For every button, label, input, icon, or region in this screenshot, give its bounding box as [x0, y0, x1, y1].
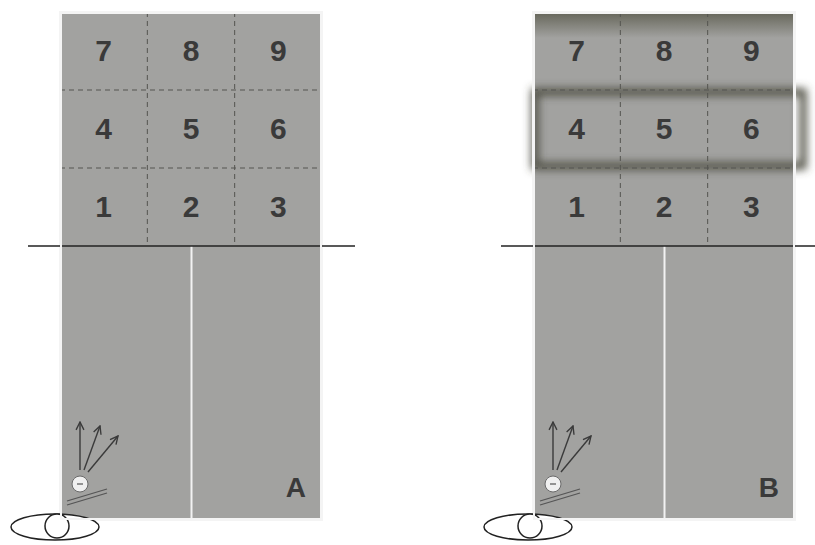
target-zone: 3 [708, 168, 795, 246]
cue-stick [540, 493, 580, 505]
court-panel: B 7 8 9 4 5 6 1 2 3 [533, 12, 795, 520]
aim-arrow [552, 422, 553, 470]
puck-mark [77, 483, 83, 484]
player-figure [484, 489, 580, 540]
court-surface [60, 12, 322, 520]
aim-arrow [557, 426, 573, 470]
zone-divider [234, 12, 235, 246]
target-zone: 2 [147, 168, 234, 246]
cue-stick [67, 493, 107, 505]
court-surface [533, 12, 795, 520]
court-panel: A 7 8 9 4 5 6 1 2 3 [60, 12, 322, 520]
zone-divider [533, 168, 795, 169]
court-border [533, 12, 795, 520]
zone-number: 9 [270, 36, 287, 66]
foul-line [28, 245, 355, 247]
target-zone: 7 [533, 12, 620, 90]
court-border [60, 12, 322, 520]
target-zone: 5 [620, 90, 707, 168]
zone-number: 2 [183, 192, 200, 222]
target-zone: 1 [533, 168, 620, 246]
zone-number: 9 [743, 36, 760, 66]
target-zone: 8 [620, 12, 707, 90]
zone-number: 6 [270, 114, 287, 144]
target-zone: 2 [620, 168, 707, 246]
target-zone: 3 [235, 168, 322, 246]
aim-arrow [88, 436, 118, 472]
player-figure [11, 489, 107, 540]
zone-number: 8 [183, 36, 200, 66]
puck-mark [550, 483, 556, 484]
zone-number: 1 [95, 192, 112, 222]
zone-divider [60, 90, 322, 91]
foul-line [501, 245, 815, 247]
zone-divider [60, 168, 322, 169]
target-zone: 1 [60, 168, 147, 246]
target-zone: 8 [147, 12, 234, 90]
court [11, 12, 355, 540]
target-zone: 6 [235, 90, 322, 168]
panel-letter: B [759, 474, 779, 502]
highlight-shadow [535, 92, 803, 166]
zone-number: 8 [656, 36, 673, 66]
centre-line [664, 246, 666, 520]
zone-number: 3 [270, 192, 287, 222]
target-zone: 7 [60, 12, 147, 90]
zone-number: 3 [743, 192, 760, 222]
player-shoulders [11, 514, 99, 540]
target-zone: 9 [235, 12, 322, 90]
aim-arrow [84, 426, 100, 470]
zone-number: 7 [568, 36, 585, 66]
player-head [45, 514, 69, 538]
zone-number: 1 [568, 192, 585, 222]
aim-arrow [561, 436, 591, 472]
zone-number: 6 [743, 114, 760, 144]
zone-divider [533, 90, 795, 91]
target-zone: 5 [147, 90, 234, 168]
zone-number: 7 [95, 36, 112, 66]
puck [72, 476, 88, 492]
zone-number: 4 [95, 114, 112, 144]
top-shading [533, 12, 795, 38]
target-zone: 4 [533, 90, 620, 168]
zone-number: 5 [183, 114, 200, 144]
aim-arrow [79, 422, 80, 470]
player-head [518, 514, 542, 538]
player-shoulders [484, 514, 572, 540]
target-zone: 4 [60, 90, 147, 168]
target-zone: 6 [708, 90, 795, 168]
puck [545, 476, 561, 492]
zone-number: 4 [568, 114, 585, 144]
panel-letter: A [286, 474, 306, 502]
zone-divider [620, 12, 621, 246]
court [484, 12, 815, 540]
target-zone: 9 [708, 12, 795, 90]
zone-divider [707, 12, 708, 246]
zone-number: 5 [656, 114, 673, 144]
centre-line [191, 246, 193, 520]
zone-number: 2 [656, 192, 673, 222]
zone-divider [147, 12, 148, 246]
